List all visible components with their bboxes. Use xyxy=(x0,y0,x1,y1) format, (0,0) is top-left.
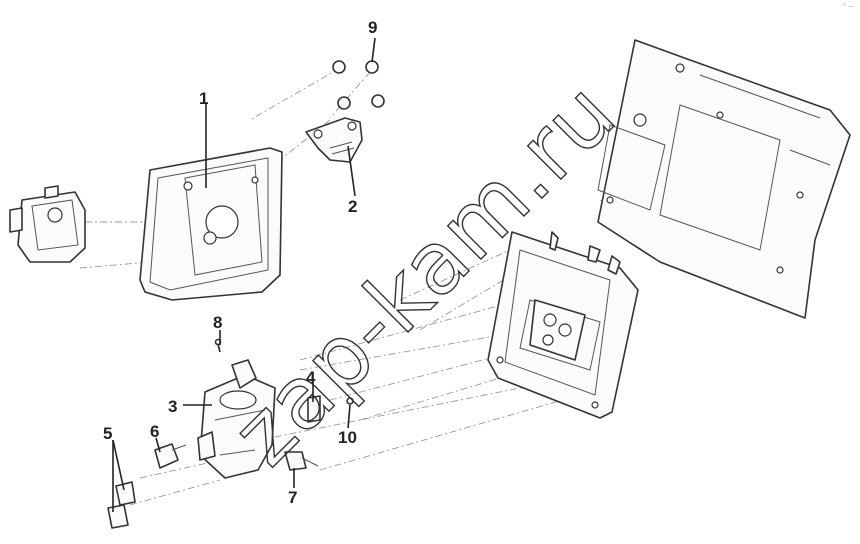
part-1-boot-cover xyxy=(139,147,283,301)
callout-10: 10 xyxy=(338,428,357,447)
corner-mark: ° — xyxy=(843,3,854,10)
callout-4: 4 xyxy=(306,368,316,387)
part-9-nuts xyxy=(332,60,385,110)
callout-2: 2 xyxy=(348,197,357,216)
callout-3: 3 xyxy=(168,397,177,416)
callout-8: 8 xyxy=(213,313,222,332)
callout-leader-lines xyxy=(112,37,376,512)
callout-7: 7 xyxy=(288,488,297,507)
callout-6: 6 xyxy=(150,422,159,441)
cab-floor-panel xyxy=(597,39,851,319)
callout-9: 9 xyxy=(368,18,377,37)
part-2-bracket xyxy=(305,117,363,163)
part-3-valve-body xyxy=(197,359,276,479)
part-10-screw xyxy=(346,397,354,405)
part-5-fittings xyxy=(107,481,136,529)
callout-1: 1 xyxy=(199,89,208,108)
shift-mechanism-plate xyxy=(487,231,639,419)
callout-5: 5 xyxy=(103,424,112,443)
part-7-connector xyxy=(284,451,319,471)
part-6-fitting xyxy=(154,443,187,469)
left-valve-unit xyxy=(9,185,86,263)
callout-labels: 1 2 3 4 5 6 7 8 9 10 xyxy=(103,18,377,507)
part-4-bushing xyxy=(307,395,321,423)
